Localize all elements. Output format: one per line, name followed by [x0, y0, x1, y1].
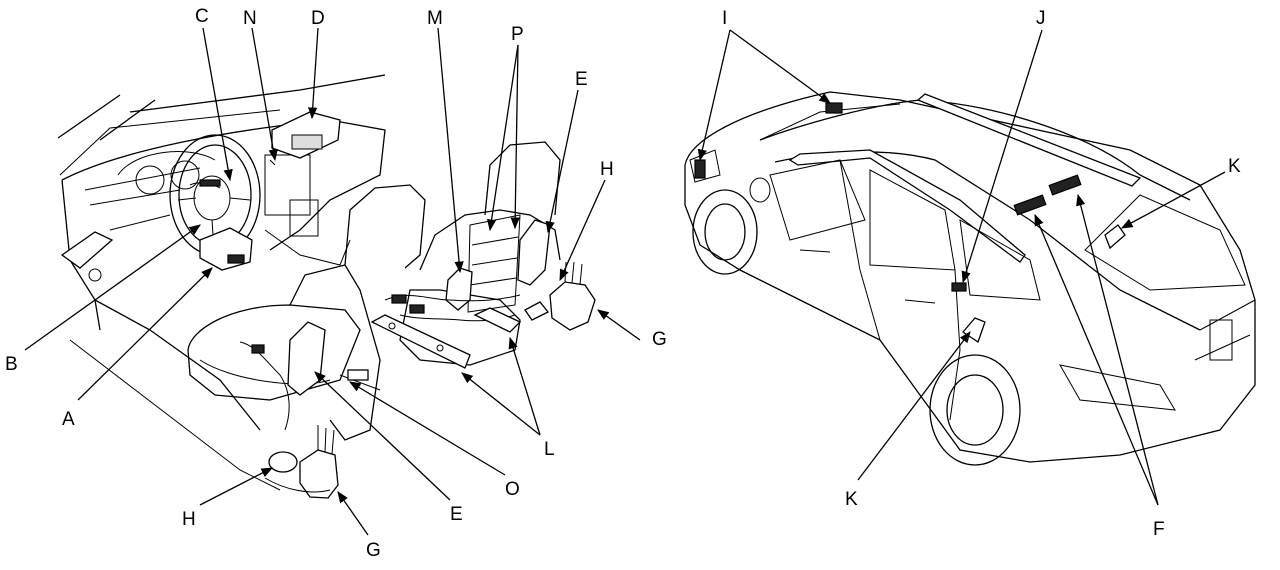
label-m: M	[427, 8, 443, 29]
label-h-driver: H	[182, 509, 196, 530]
label-j: J	[1036, 8, 1046, 29]
vehicle-illustration	[684, 91, 1256, 466]
interior-illustration	[57, 74, 596, 499]
label-o: O	[505, 479, 520, 500]
label-e-driver: E	[450, 504, 463, 525]
label-i: I	[722, 8, 727, 29]
label-k-rear: K	[1228, 156, 1241, 177]
label-g-driver: G	[366, 540, 381, 561]
label-e-passenger: E	[575, 69, 588, 90]
leader-lines	[24, 27, 1226, 536]
label-c: C	[195, 6, 209, 27]
label-d: D	[311, 8, 325, 29]
label-b: B	[5, 354, 18, 375]
label-n: N	[243, 8, 257, 29]
label-a: A	[62, 409, 75, 430]
label-p: P	[511, 24, 524, 45]
label-l: L	[544, 439, 555, 460]
label-h-passenger: H	[600, 159, 614, 180]
label-f: F	[1153, 519, 1165, 540]
label-g-passenger: G	[652, 329, 667, 350]
label-k-front: K	[845, 489, 858, 510]
callout-labels: C N D M P E H G B A L O E H G I J K K F	[5, 6, 1241, 561]
